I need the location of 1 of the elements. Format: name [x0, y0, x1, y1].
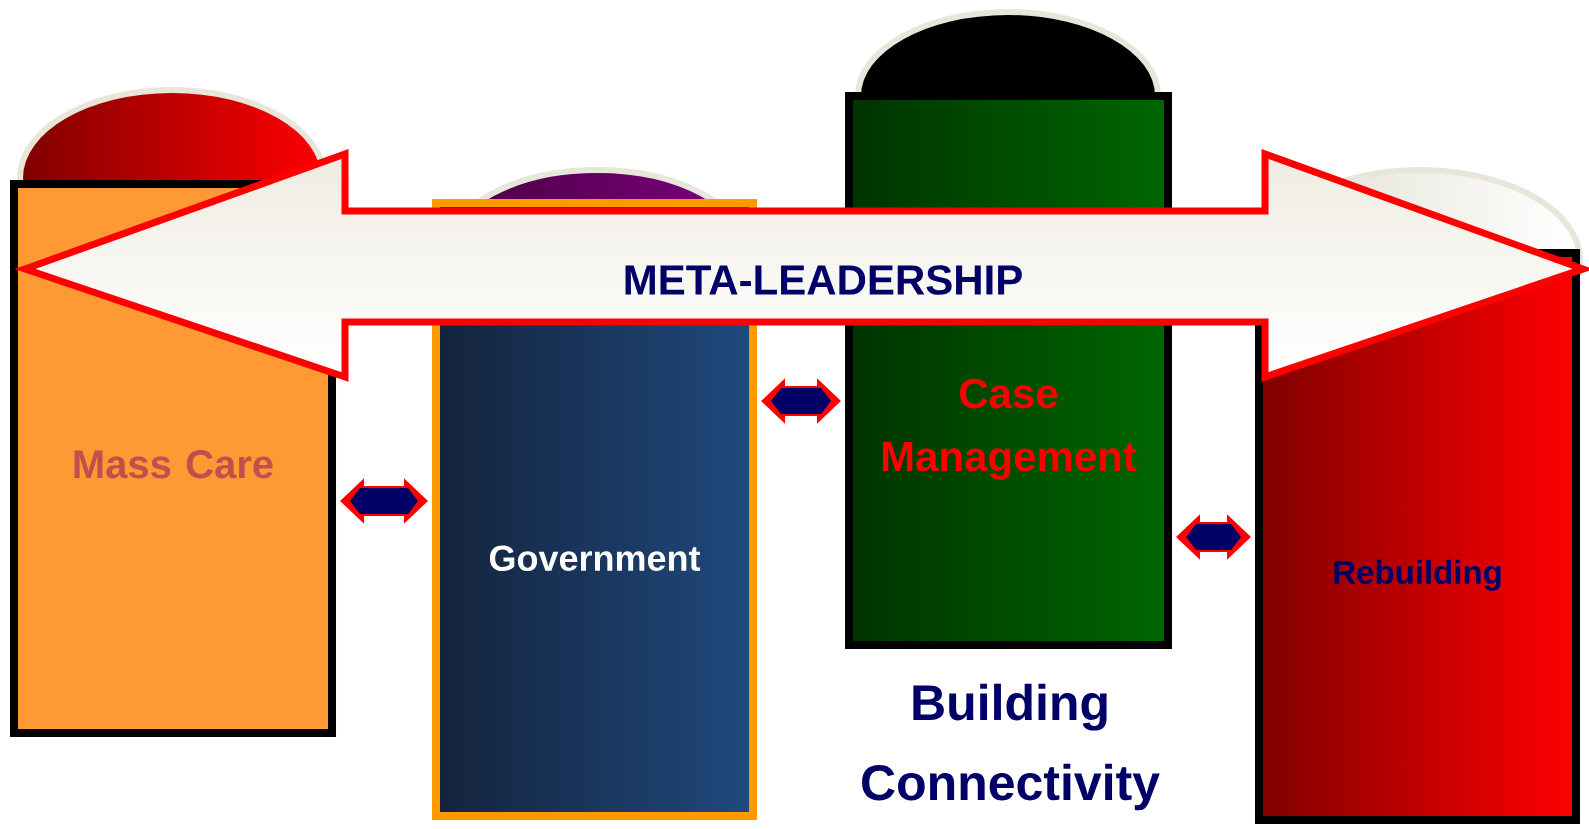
heading-text: Building Connectivity: [862, 683, 1160, 811]
